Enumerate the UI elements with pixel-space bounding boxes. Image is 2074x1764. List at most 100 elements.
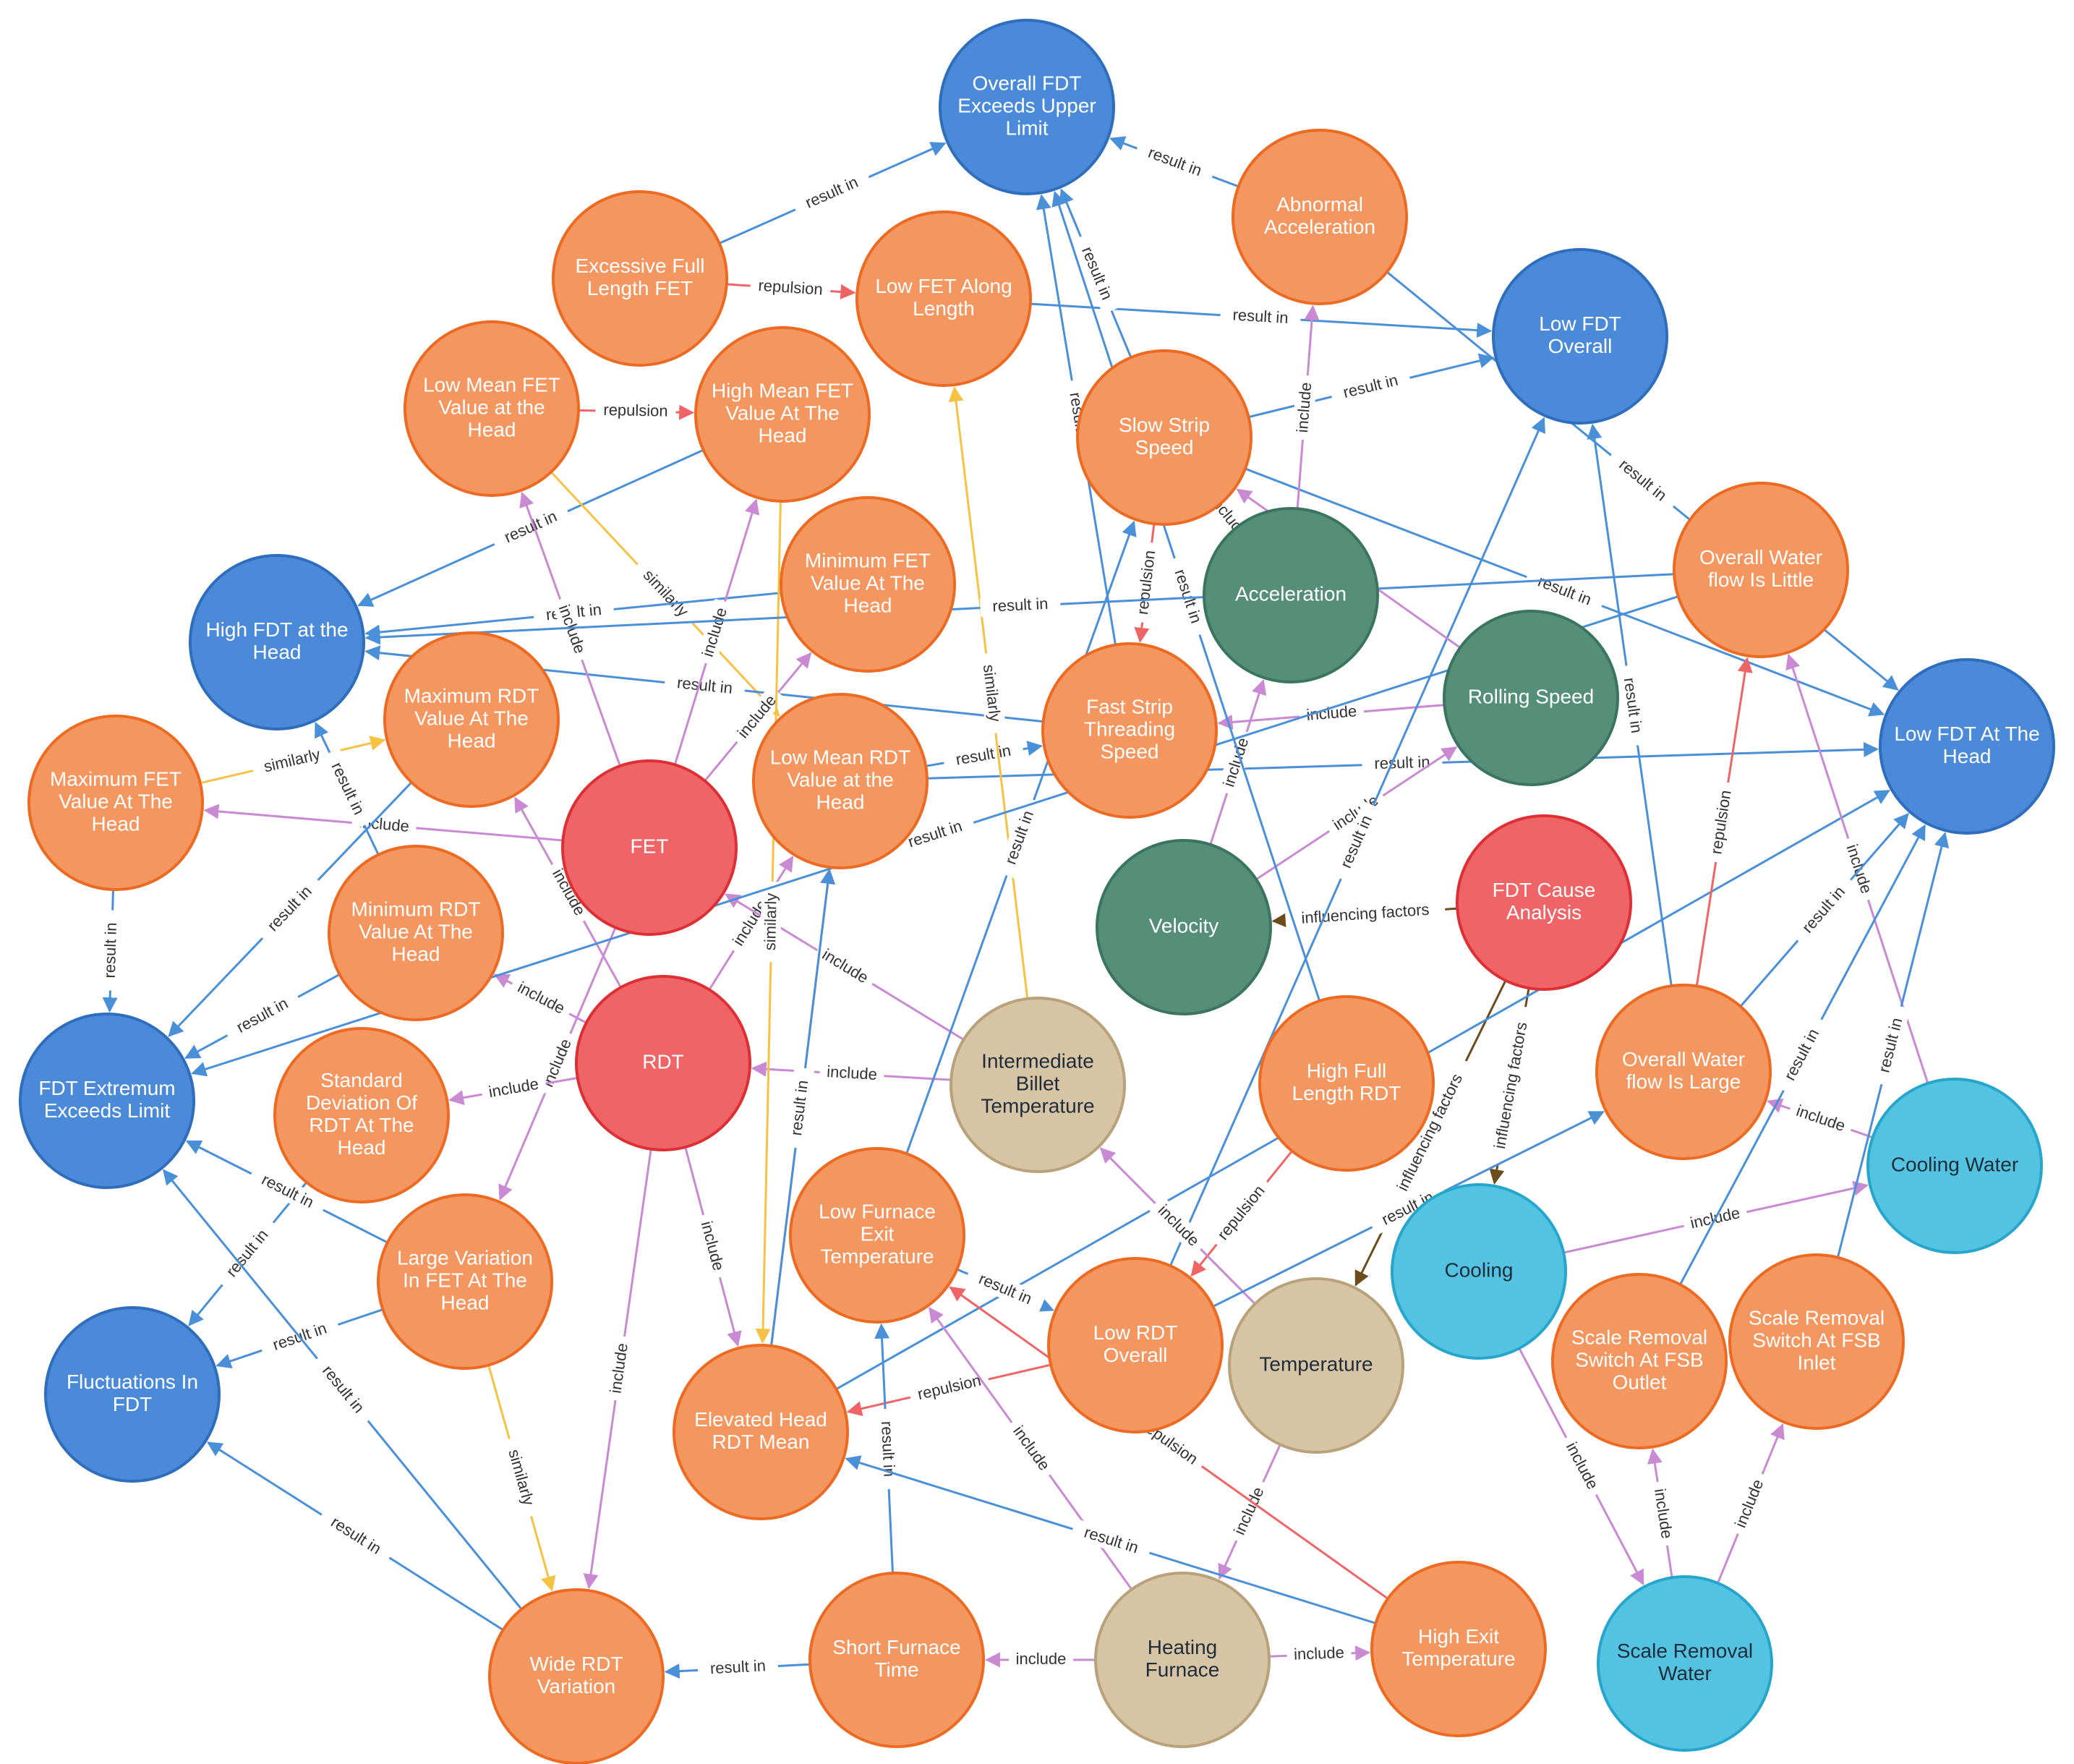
node-circle[interactable] (1673, 482, 1849, 658)
node-circle[interactable] (1443, 610, 1619, 786)
node-circle[interactable] (673, 1344, 849, 1520)
node-circle[interactable] (488, 1588, 665, 1764)
edge-label-background (997, 796, 1043, 879)
edge-label-background (664, 671, 746, 700)
edge-label-background (694, 1212, 730, 1279)
node-circle[interactable] (1595, 984, 1772, 1160)
node-circle[interactable] (1370, 1561, 1547, 1737)
node-circle[interactable] (19, 1013, 195, 1189)
node-circle[interactable] (1551, 1273, 1728, 1449)
node-n32[interactable]: Cooling (1391, 1183, 1567, 1360)
node-circle[interactable] (789, 1147, 965, 1324)
node-n20[interactable]: Velocity (1096, 839, 1272, 1015)
node-circle[interactable] (1456, 814, 1632, 991)
node-circle[interactable] (575, 975, 751, 1151)
node-circle[interactable] (1076, 349, 1252, 526)
node-n29[interactable]: Cooling Water (1866, 1078, 2043, 1254)
node-n19[interactable]: FET (561, 759, 738, 936)
node-circle[interactable] (1391, 1183, 1567, 1360)
edge-label: repulsion (916, 1371, 983, 1404)
node-circle[interactable] (383, 631, 560, 808)
node-circle[interactable] (377, 1193, 553, 1370)
node-circle[interactable] (694, 326, 871, 503)
edge-label-group: include (813, 942, 877, 992)
node-circle[interactable] (780, 496, 956, 673)
edge-label-group: result in (876, 1408, 900, 1490)
node-circle[interactable] (1258, 995, 1435, 1172)
node-circle[interactable] (1096, 839, 1272, 1015)
node-n15[interactable]: Rolling Speed (1443, 610, 1619, 786)
node-n12[interactable]: Acceleration (1203, 507, 1379, 683)
node-circle[interactable] (1597, 1575, 1773, 1752)
node-circle[interactable] (855, 210, 1032, 387)
edge-label-background (1132, 541, 1161, 623)
node-circle[interactable] (27, 715, 204, 891)
node-label-line: Scale Removal (1749, 1306, 1885, 1329)
node-circle[interactable] (752, 693, 929, 869)
node-n24[interactable]: RDT (575, 975, 751, 1151)
node-circle[interactable] (949, 997, 1126, 1173)
node-circle[interactable] (1203, 507, 1379, 683)
edge-label-group: result in (1605, 448, 1680, 513)
node-circle[interactable] (1728, 1253, 1905, 1430)
edge-label-group: result in (1070, 1519, 1153, 1561)
node-circle[interactable] (404, 320, 580, 497)
node-circle[interactable] (1879, 658, 2055, 835)
node-circle[interactable] (552, 190, 728, 367)
node-circle[interactable] (273, 1027, 450, 1203)
node-circle[interactable] (1232, 129, 1408, 305)
node-circle[interactable] (561, 759, 738, 936)
node-label-line: Low FDT (1539, 312, 1621, 335)
node-circle[interactable] (939, 19, 1115, 195)
node-circle[interactable] (328, 845, 504, 1021)
node-n34[interactable]: Temperature (1228, 1277, 1404, 1454)
node-circle[interactable] (1041, 642, 1218, 819)
node-circle[interactable] (808, 1572, 985, 1748)
node-circle[interactable] (44, 1306, 221, 1483)
node-circle[interactable] (1492, 248, 1668, 425)
node-circle[interactable] (1866, 1078, 2043, 1254)
node-circle[interactable] (1228, 1277, 1404, 1454)
edge-n6-n7: repulsion (578, 399, 695, 422)
node-label-line: Variation (537, 1675, 615, 1697)
node-circle[interactable] (1094, 1572, 1271, 1748)
node-circle[interactable] (189, 554, 365, 730)
node-label-line: Minimum FET (805, 549, 931, 571)
node-circle[interactable] (1047, 1257, 1224, 1433)
